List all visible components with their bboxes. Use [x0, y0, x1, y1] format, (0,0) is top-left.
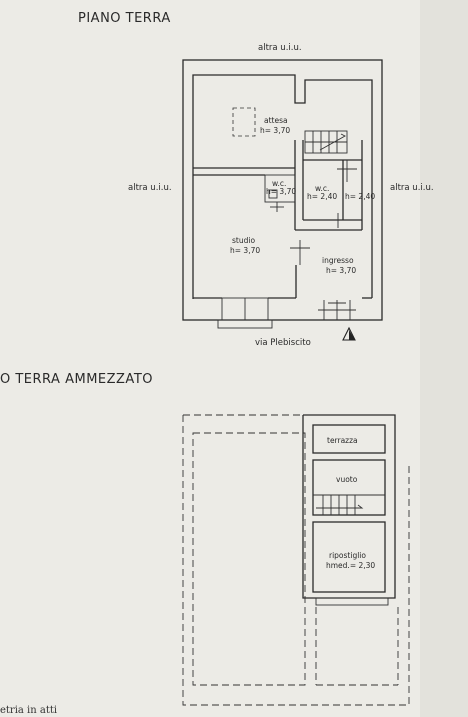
room-ripostiglio-name: ripostiglio [329, 551, 366, 560]
attesa-skylight [232, 107, 256, 137]
room-wc-name: w.c. [315, 184, 329, 193]
mezzanine-walls [182, 414, 410, 706]
ripostiglio-room [312, 521, 386, 593]
neighbor-right-label: altra u.i.u. [390, 183, 434, 193]
room-closet-height: h= 2,40 [345, 192, 375, 201]
mezzanine-outline [182, 415, 410, 706]
stairs-arrow [319, 133, 346, 151]
void-area-left [192, 432, 306, 686]
room-terrazza-name: terrazza [327, 436, 358, 445]
street-label: via Plebiscito [255, 338, 311, 348]
paper-shadow [420, 0, 468, 717]
studio-balcony [217, 319, 273, 329]
room-ingresso-height: h= 3,70 [326, 266, 356, 275]
outer-wall-outer [182, 59, 383, 321]
mezzanine-sill [315, 597, 389, 606]
room-ripostiglio-height: hmed.= 2,30 [326, 561, 375, 570]
mezzanine-solid-block [302, 414, 396, 599]
room-wc-small-height: h= 3,70 [266, 187, 296, 196]
ground-floor-walls [182, 59, 383, 341]
room-studio-name: studio [232, 236, 255, 245]
mezzanine-title: O TERRA AMMEZZATO [0, 372, 153, 387]
footer-note: etria in atti [0, 705, 57, 716]
toilet-fixture [268, 189, 278, 199]
ground-floor-title: PIANO TERRA [78, 11, 171, 26]
room-ingresso-name: ingresso [322, 256, 354, 265]
room-attesa-name: attesa [264, 116, 288, 125]
neighbor-top-label: altra u.i.u. [258, 43, 302, 53]
outer-wall-inner [192, 74, 373, 299]
mezzanine-stairs-arrow [316, 504, 364, 509]
room-attesa-height: h= 3,70 [260, 126, 290, 135]
room-wc-height: h= 2,40 [307, 192, 337, 201]
room-studio-height: h= 3,70 [230, 246, 260, 255]
terrazza-room [312, 424, 386, 454]
vuoto-room [312, 459, 386, 516]
room-wc-small-name: w.c. [272, 179, 286, 188]
room-vuoto-name: vuoto [336, 475, 358, 484]
neighbor-left-label: altra u.i.u. [128, 183, 172, 193]
small-wc-box [264, 174, 296, 203]
